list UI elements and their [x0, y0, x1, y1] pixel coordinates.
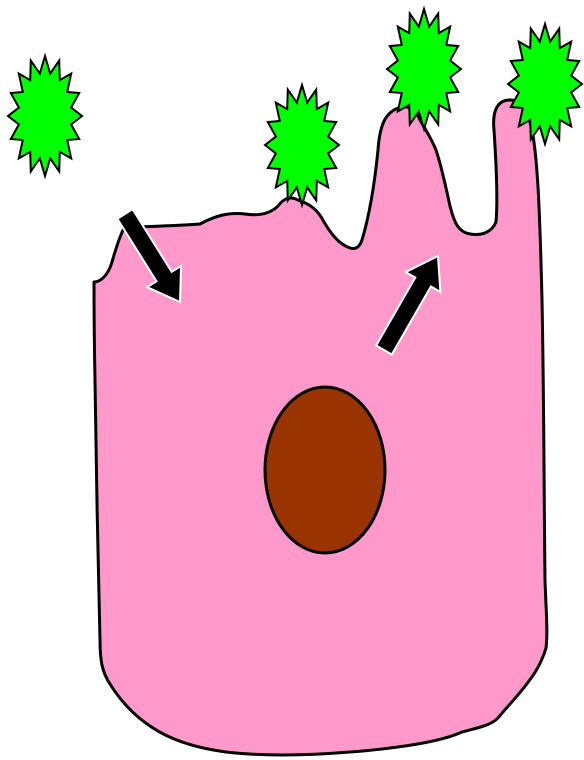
- starburst-particle-icon: [387, 9, 461, 129]
- starburst-particle-icon: [8, 56, 82, 176]
- nucleus: [265, 387, 385, 553]
- starburst-particle-icon: [265, 85, 339, 205]
- starburst-particle-icon: [508, 24, 582, 144]
